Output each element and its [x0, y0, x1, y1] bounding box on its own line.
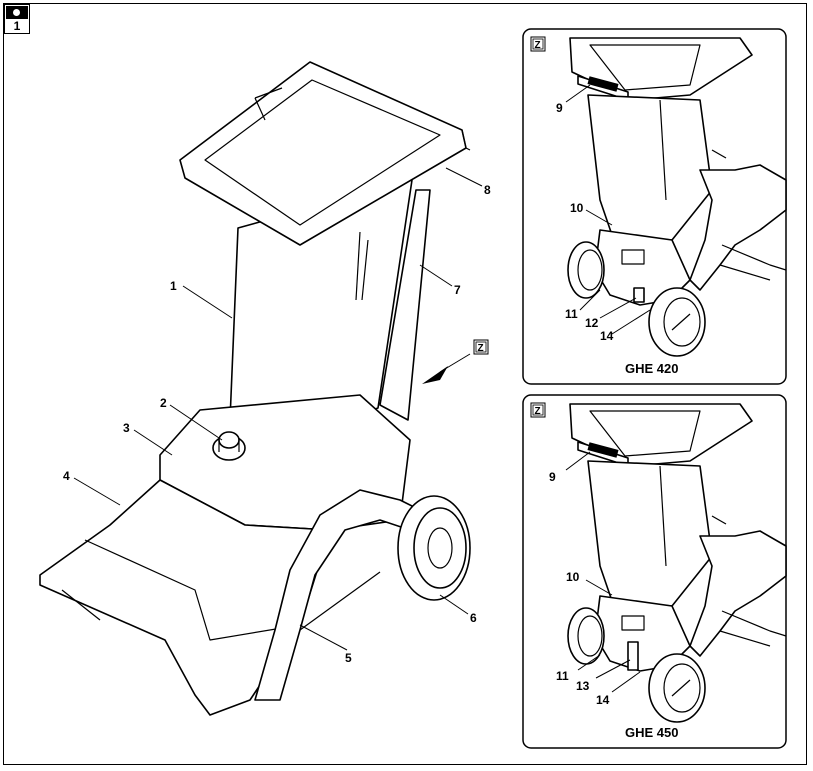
- panel-450-model: GHE 450: [625, 725, 678, 740]
- panel-ghe-450: Z 9 10 11 13 14: [522, 394, 787, 749]
- callout-5: 5: [345, 651, 352, 665]
- camera-icon: [6, 6, 28, 19]
- view-arrow-icon: [422, 366, 448, 384]
- panel-420-marker: Z: [535, 40, 541, 51]
- panel-450-callout-14: 14: [596, 693, 610, 707]
- main-callouts: 1 2 3 4 5 6 7 8: [63, 183, 491, 665]
- wheel-icon: [397, 495, 471, 601]
- panel-420-callout-12: 12: [585, 316, 599, 330]
- shredder-drawing: [39, 61, 471, 716]
- panel-450-callout-13: 13: [576, 679, 590, 693]
- adjustment-knob-icon: [212, 431, 246, 461]
- panel-ghe-420: Z 9 10 11 12 14: [522, 28, 787, 385]
- figure-number: 1: [13, 19, 21, 33]
- panel-420-callout-9: 9: [556, 101, 563, 115]
- main-leader-lines: [73, 167, 483, 651]
- rear-support-7: [379, 189, 431, 421]
- panel-420-model: GHE 420: [625, 361, 678, 376]
- callout-7: 7: [454, 283, 461, 297]
- callout-2: 2: [160, 396, 167, 410]
- callout-8: 8: [484, 183, 491, 197]
- callout-6: 6: [470, 611, 477, 625]
- callout-1: 1: [170, 279, 177, 293]
- figure-badge: 1: [4, 4, 30, 34]
- panel-420-callout-14: 14: [600, 329, 614, 343]
- panel-450-callout-10: 10: [566, 570, 580, 584]
- panel-420-callout-11: 11: [565, 307, 578, 321]
- panel-450-marker: Z: [535, 406, 541, 417]
- panel-420-callout-10: 10: [570, 201, 584, 215]
- svg-text:Z: Z: [478, 343, 484, 354]
- callout-4: 4: [63, 469, 70, 483]
- callout-3: 3: [123, 421, 130, 435]
- panel-450-callout-9: 9: [549, 470, 556, 484]
- view-marker-z: Z: [473, 339, 489, 355]
- figure-frame: [3, 3, 807, 765]
- panel-450-callout-11: 11: [556, 669, 569, 683]
